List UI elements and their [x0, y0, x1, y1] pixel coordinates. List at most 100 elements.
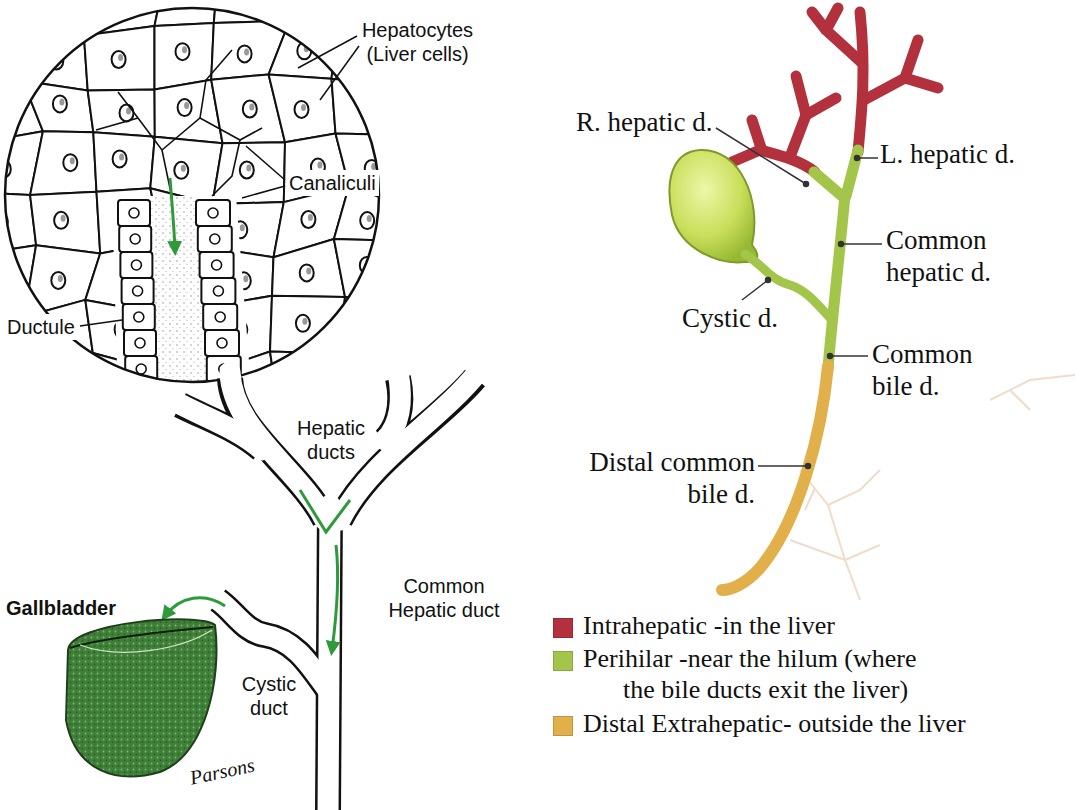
- cell-nucleus: [360, 376, 374, 393]
- hepatocyte: [155, 0, 220, 26]
- cell-nucleus: [120, 441, 134, 458]
- hepatocyte: [334, 239, 397, 302]
- legend-text: Perihilar -near the hilum (where the bil…: [583, 643, 933, 705]
- ductule-cell: [201, 278, 235, 304]
- hepatocyte: [340, 297, 397, 364]
- canaliculi-lines: [96, 50, 262, 198]
- cell-nucleus: [0, 101, 7, 118]
- ductule-cell: [119, 226, 151, 252]
- hepatocyte: [83, 353, 166, 426]
- hepatocyte: [0, 356, 33, 414]
- hepatocyte: [394, 135, 476, 204]
- legend: Intrahepatic -in the liverPerihilar -nea…: [553, 610, 966, 741]
- part-label: Common Hepatic duct: [380, 574, 508, 622]
- ductule-cell: [118, 200, 150, 226]
- hepatocyte: [24, 0, 90, 36]
- ductule-cell: [200, 252, 234, 278]
- hepatocyte: [0, 20, 43, 82]
- hepatocyte: [93, 132, 155, 192]
- cell-nucleus: [54, 437, 68, 454]
- cell-nucleus: [365, 319, 379, 336]
- duct-label: Distal common bile d.: [555, 446, 755, 511]
- duct-label: Cystic d.: [682, 302, 778, 334]
- cell-nucleus: [423, 0, 437, 17]
- perihilar-ducts: [745, 150, 858, 368]
- ductule-cell: [203, 304, 237, 330]
- cell-nucleus: [51, 272, 65, 289]
- cell-nucleus: [426, 326, 440, 343]
- cell-nucleus: [0, 47, 10, 64]
- cell-nucleus: [358, 439, 372, 456]
- hepatocyte: [398, 82, 475, 142]
- hepatocyte: [83, 416, 166, 477]
- hepatocyte: [155, 23, 214, 90]
- cell-nucleus: [0, 272, 11, 289]
- cell-nucleus: [295, 101, 309, 118]
- distal-duct: [722, 366, 828, 590]
- cell-nucleus: [245, 0, 259, 8]
- legend-row: Distal Extrahepatic- outside the liver: [553, 708, 966, 739]
- hepatocyte: [24, 414, 99, 480]
- hepatocyte: [23, 35, 88, 90]
- gallbladder-drawing: [66, 619, 217, 776]
- ductule-cell: [196, 200, 230, 226]
- duct-label: Common bile d.: [872, 338, 1004, 403]
- legend-text: Intrahepatic -in the liver: [583, 610, 835, 641]
- cell-nucleus: [423, 267, 437, 284]
- legend-swatch: [553, 651, 573, 671]
- hepatocyte: [332, 79, 410, 135]
- hepatocyte: [0, 411, 33, 481]
- ductule-cell: [198, 226, 232, 252]
- ductule-cell: [120, 252, 152, 278]
- hepatocyte: [271, 0, 342, 26]
- cell-nucleus: [115, 386, 129, 403]
- cell-nucleus: [0, 433, 9, 450]
- cell-nucleus: [243, 101, 257, 118]
- part-label: Hepatic ducts: [290, 416, 372, 464]
- cell-nucleus: [304, 381, 318, 398]
- magnify-circle: [5, 8, 379, 382]
- cell-nucleus: [182, 443, 196, 460]
- cell-nucleus: [432, 98, 446, 115]
- hepatocyte: [30, 131, 96, 195]
- pancreatic-ducts: [790, 375, 1075, 600]
- cell-nucleus: [0, 0, 6, 1]
- cell-nucleus: [301, 211, 315, 228]
- hepatocyte: [30, 192, 100, 254]
- gallbladder-drawing: [669, 150, 757, 262]
- hepatocyte: [272, 239, 345, 297]
- part-label: Hepatocytes (Liver cells): [350, 18, 485, 66]
- hepatocyte: [31, 353, 93, 416]
- duct-label: Common hepatic d.: [886, 224, 1036, 289]
- cell-nucleus: [54, 212, 68, 229]
- cell-nucleus: [296, 315, 310, 332]
- duct-label: L. hepatic d.: [880, 138, 1015, 170]
- part-label: Cystic duct: [236, 672, 302, 720]
- hepatocyte: [0, 0, 43, 36]
- ductule-cell: [123, 304, 155, 330]
- cell-nucleus: [0, 322, 2, 339]
- leader-lines: [716, 128, 882, 469]
- hepatocyte: [394, 241, 475, 311]
- part-label: Ductule: [4, 314, 78, 340]
- cell-nucleus: [112, 51, 126, 68]
- legend-text: Distal Extrahepatic- outside the liver: [583, 708, 966, 739]
- duct-label: R. hepatic d.: [576, 106, 712, 138]
- cell-nucleus: [120, 104, 134, 121]
- ductule-cell: [205, 330, 239, 356]
- hepatocyte: [270, 296, 345, 354]
- cell-nucleus: [300, 264, 314, 281]
- cell-nucleus: [178, 99, 192, 116]
- cell-nucleus: [51, 380, 65, 397]
- cell-nucleus: [426, 159, 440, 176]
- legend-swatch: [553, 618, 573, 638]
- cell-nucleus: [120, 0, 134, 4]
- cell-nucleus: [365, 0, 379, 7]
- cell-nucleus: [113, 150, 127, 167]
- hepatocyte: [270, 352, 342, 426]
- cell-nucleus: [306, 0, 320, 6]
- hepatocyte: [394, 202, 475, 248]
- cell-nucleus: [174, 162, 188, 179]
